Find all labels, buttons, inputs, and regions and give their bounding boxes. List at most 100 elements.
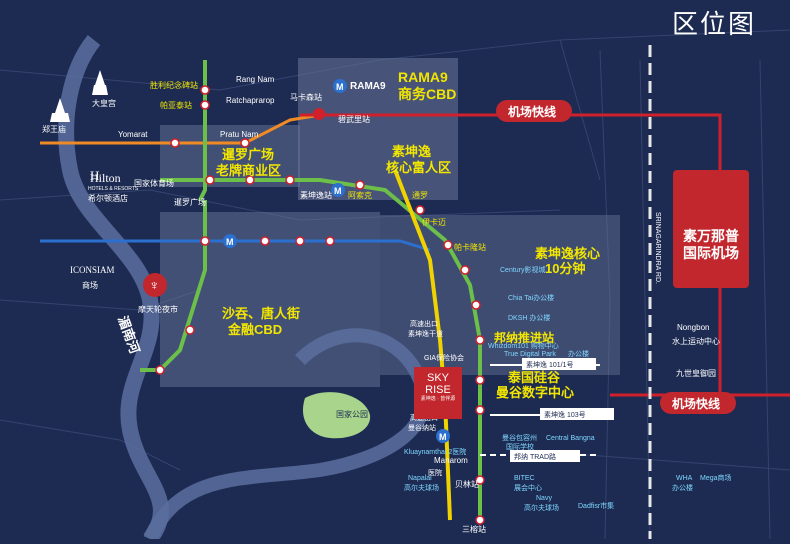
station-ekkamai: 伊卡迈 — [422, 217, 446, 227]
airport-link-tag-2: 机场快线 — [660, 392, 736, 414]
ferris-wheel-icon: ♆ — [143, 273, 167, 297]
hilton-sub-label: HOTELS & RESORTS — [88, 186, 139, 192]
poi-bangna-tower: 曼谷包容州 — [502, 433, 537, 442]
river-bend — [143, 328, 431, 542]
makkasan-train-icon — [313, 108, 325, 120]
airport-link-line — [300, 113, 722, 395]
nongbon-label: Nongbon — [677, 323, 709, 332]
poi-central-bangna: Central Bangna — [546, 435, 595, 442]
bangna-label: 邦纳推进站 — [494, 330, 554, 345]
poi-whizdom: Whizdom101 购物中心 — [488, 341, 559, 350]
expressway-2b: 曼谷纳站 — [408, 423, 436, 432]
station-thong-lo: 通罗 — [412, 190, 428, 200]
poi-chia-tai: Chia Tai办公楼 — [508, 293, 554, 302]
poi-kluay: Kluaynamthai 2医院 — [404, 447, 466, 456]
poi-true-park: True Digital Park — [504, 351, 556, 358]
poi-true-park-cn: 办公楼 — [568, 349, 589, 358]
silom-label-line2: 金融CBD — [227, 322, 282, 337]
airport-name-line2: 国际机场 — [683, 245, 739, 261]
sukhumvit-rich-line1: 素坤逸 — [392, 144, 431, 159]
metro-icon-silom: M — [223, 234, 237, 248]
park-9-label: 九世皇御园 — [676, 368, 716, 378]
ferris-label: 摩天轮夜市 — [138, 304, 178, 314]
station-rang-nam: Rang Nam — [236, 75, 275, 84]
svg-text:H: H — [90, 168, 99, 183]
svg-text:M: M — [334, 186, 342, 196]
station-victory: 胜利纪念碑站 — [150, 80, 198, 90]
poi-dksh: DKSH 办公楼 — [508, 313, 550, 322]
station-samrong: 三榕站 — [462, 524, 486, 534]
sukhumvit-rich-line2: 核心富人区 — [386, 160, 451, 175]
station-national-stadium: 国家体育场 — [134, 178, 174, 188]
poi-gia: GIA保险协会 — [424, 353, 464, 362]
svg-text:M: M — [439, 432, 447, 442]
digital-label-line1: 泰国硅谷 — [507, 370, 561, 385]
metro-icon-rama9: M — [333, 79, 347, 93]
bangna-trad-tag: 邦纳 TRAD路 — [510, 450, 580, 462]
hilton-cn-label: 希尔顿酒店 — [88, 193, 128, 203]
poi-bangna-tower-cn: 国际学校 — [506, 442, 534, 451]
district-siam — [160, 125, 300, 187]
svg-text:M: M — [226, 237, 234, 247]
map-title: 区位图 — [672, 9, 757, 39]
river — [58, 35, 169, 544]
srinagarindra-label: SRINAGARINDRA RD. — [654, 212, 661, 284]
station-asok: 阿索克 — [348, 190, 372, 200]
airport-name-line1: 素万那普 — [683, 228, 739, 244]
hilton-icon: H — [90, 168, 99, 183]
park-label: 国家公园 — [336, 409, 368, 419]
project-name: SKY RISE — [425, 372, 451, 396]
hilton-brand-label: Hilton — [90, 171, 121, 185]
expressway-1b: 素坤逸干道 — [408, 329, 443, 338]
svg-text:素坤逸 101/1号: 素坤逸 101/1号 — [526, 360, 573, 369]
district-silom — [160, 212, 380, 387]
station-sukhumvit: 素坤逸站 — [300, 190, 332, 200]
airport-card — [673, 170, 749, 288]
blue-line — [40, 239, 431, 252]
station-bangna-sub: Manarom — [434, 456, 468, 465]
wat-pho-label: 郑王庙 — [42, 124, 66, 134]
digital-label-line2: 曼谷数字中心 — [496, 385, 574, 400]
poi-wha: WHA — [676, 475, 693, 482]
station-ratchaprarop: Ratchaprarop — [226, 96, 275, 105]
project-sub: 素坤逸 · 曾伴源 — [420, 396, 456, 402]
iconsiam-cn-label: 商场 — [82, 280, 98, 290]
station-yomarat: Yomarat — [118, 130, 148, 139]
poi-dadfisr: Dadfisr市集 — [578, 501, 614, 510]
project-marker — [414, 367, 462, 419]
poi-napalai: Napalai — [408, 475, 432, 482]
soi-101-tag: 素坤逸 101/1号 — [522, 358, 596, 370]
station-rama9: RAMA9 — [350, 81, 386, 92]
poi-navy: Navy — [536, 495, 552, 502]
poi-napalai-cn: 高尔夫球场 — [404, 483, 439, 492]
svg-text:邦纳 TRAD路: 邦纳 TRAD路 — [514, 452, 556, 461]
expressway-1: 高速出口 — [410, 319, 438, 328]
national-park-area — [302, 392, 371, 439]
project-label: SKY RISE 素坤逸 · 曾伴源 — [417, 372, 459, 403]
station-bearing: 贝林站 — [455, 479, 479, 489]
grand-palace-label: 大皇宫 — [92, 98, 116, 108]
iconsiam-label: ICONSIAM — [70, 265, 115, 275]
poi-wha-cn: 办公楼 — [672, 483, 693, 492]
airport-link-tag: 机场快线 — [496, 100, 572, 122]
airport-link-tag-text: 机场快线 — [508, 104, 556, 119]
airport-link-tag-2-text: 机场快线 — [672, 396, 720, 411]
nongbon-cn-label: 水上运动中心 — [672, 336, 720, 346]
rama9-label-line1: RAMA9 — [398, 69, 448, 85]
poi-navy-cn: 高尔夫球场 — [524, 503, 559, 512]
district-sukhumvit — [380, 215, 620, 375]
airport-name: 素万那普 国际机场 — [676, 228, 746, 262]
metro-icon-sukhumvit: M — [331, 183, 345, 197]
poi-bitec: BITEC — [514, 475, 535, 482]
station-pratu-nam: Pratu Nam — [220, 130, 259, 139]
station-phra-khanong: 帕卡隆站 — [454, 242, 486, 252]
siam-label-line2: 老牌商业区 — [215, 163, 281, 178]
siam-label-line1: 暹罗广场 — [222, 147, 274, 162]
metro-icon-bangna: M — [436, 429, 450, 443]
station-phaya-thai: 帕亚泰站 — [160, 100, 192, 110]
soi-103-tag: 素坤逸 103号 — [540, 408, 614, 420]
poi-mega: Mega商场 — [700, 473, 732, 482]
svg-text:♆: ♆ — [149, 277, 160, 293]
